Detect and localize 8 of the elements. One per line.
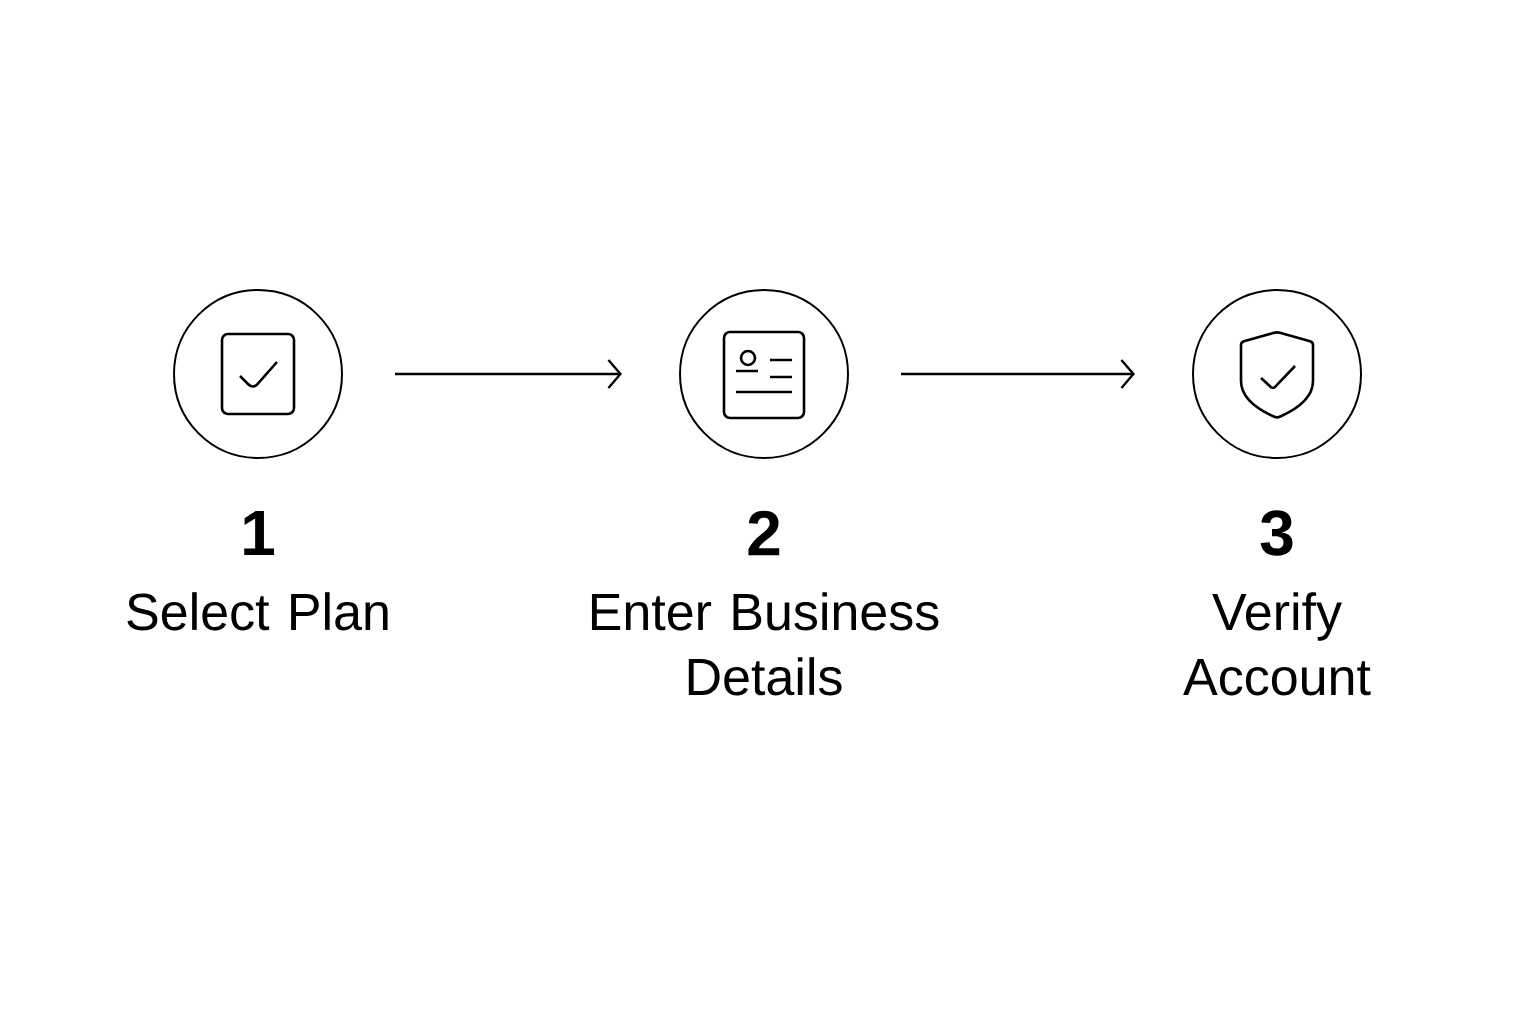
- step-number: 3: [1260, 510, 1293, 556]
- step-label: Verify Account: [1183, 592, 1371, 696]
- step-label: Select Plan: [127, 592, 388, 631]
- arrow: [395, 359, 622, 389]
- step-number: 1: [244, 510, 275, 555]
- arrow: [901, 359, 1135, 389]
- step-label: Enter Business Details: [591, 592, 939, 696]
- step-number: 2: [748, 510, 780, 556]
